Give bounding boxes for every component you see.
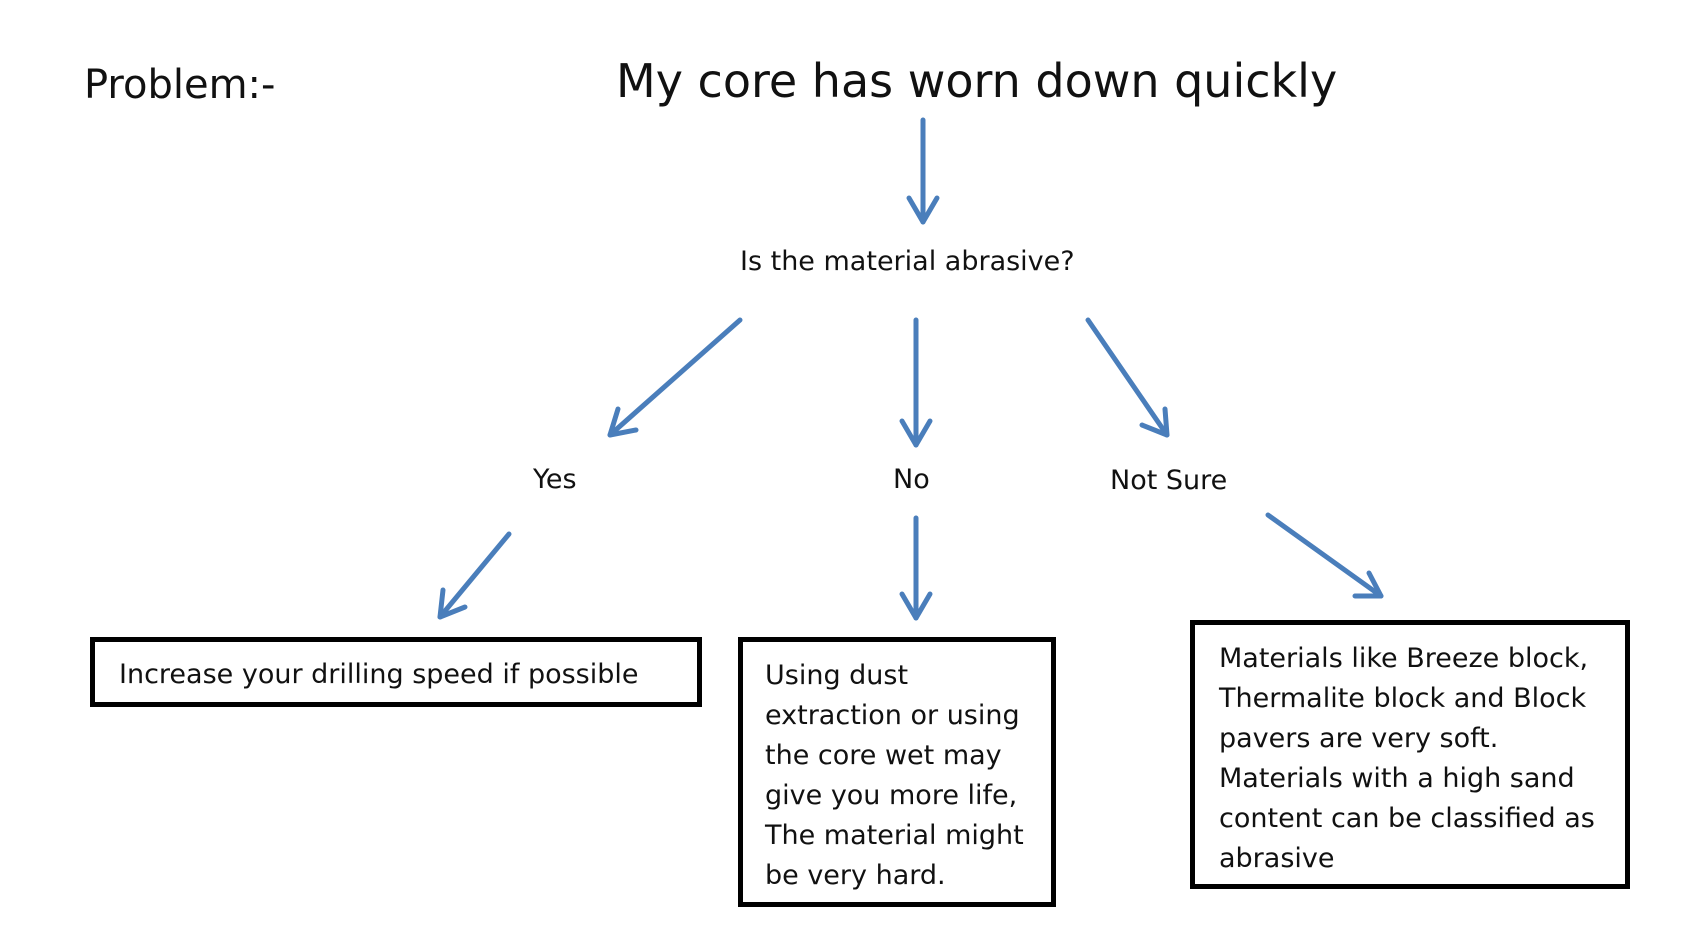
option-no: No (893, 464, 930, 495)
arrow-shaft (1265, 512, 1384, 599)
arrow-head (1139, 406, 1170, 438)
answer-no-line: extraction or using (765, 700, 1020, 731)
arrow-question-to-not-sure (1085, 317, 1170, 438)
answer-box-no: Using dust extraction or using the core … (738, 637, 1056, 907)
arrow-shaft (607, 317, 743, 438)
option-yes: Yes (533, 464, 577, 495)
arrow-shaft (437, 531, 512, 620)
answer-no-line: be very hard. (765, 860, 946, 891)
diagram-title: My core has worn down quickly (616, 54, 1338, 108)
arrow-question-to-no (899, 317, 933, 448)
option-not-sure: Not Sure (1110, 465, 1228, 496)
answer-box-not-sure: Materials like Breeze block, Thermalite … (1190, 620, 1630, 889)
answer-not-sure-line: abrasive (1219, 843, 1335, 874)
arrow-question-to-yes (607, 317, 743, 438)
arrow-head (899, 591, 933, 621)
answer-no-line: give you more life, (765, 780, 1018, 811)
answer-not-sure-line: Materials with a high sand (1219, 763, 1575, 794)
answer-not-sure-line: pavers are very soft. (1219, 723, 1499, 754)
arrow-head (899, 418, 933, 448)
arrow-head (906, 195, 940, 225)
problem-label: Problem:- (84, 62, 276, 108)
arrow-not-sure-to-answer (1265, 512, 1384, 599)
answer-yes-line: Increase your drilling speed if possible (119, 659, 639, 690)
arrow-yes-to-answer (437, 531, 512, 620)
answer-no-line: the core wet may (765, 740, 1002, 771)
question-node: Is the material abrasive? (740, 246, 1075, 277)
answer-no-line: The material might (765, 820, 1024, 851)
arrow-head (437, 587, 468, 620)
answer-not-sure-line: Materials like Breeze block, (1219, 643, 1589, 674)
arrow-no-to-answer (899, 515, 933, 621)
answer-box-yes: Increase your drilling speed if possible (90, 637, 702, 707)
answer-not-sure-line: Thermalite block and Block (1219, 683, 1587, 714)
answer-no-line: Using dust (765, 660, 909, 691)
answer-not-sure-line: content can be classified as (1219, 803, 1595, 834)
arrow-head (1352, 570, 1384, 599)
arrow-head (607, 406, 639, 438)
arrow-shaft (1085, 317, 1170, 438)
arrow-title-to-question (906, 117, 940, 225)
